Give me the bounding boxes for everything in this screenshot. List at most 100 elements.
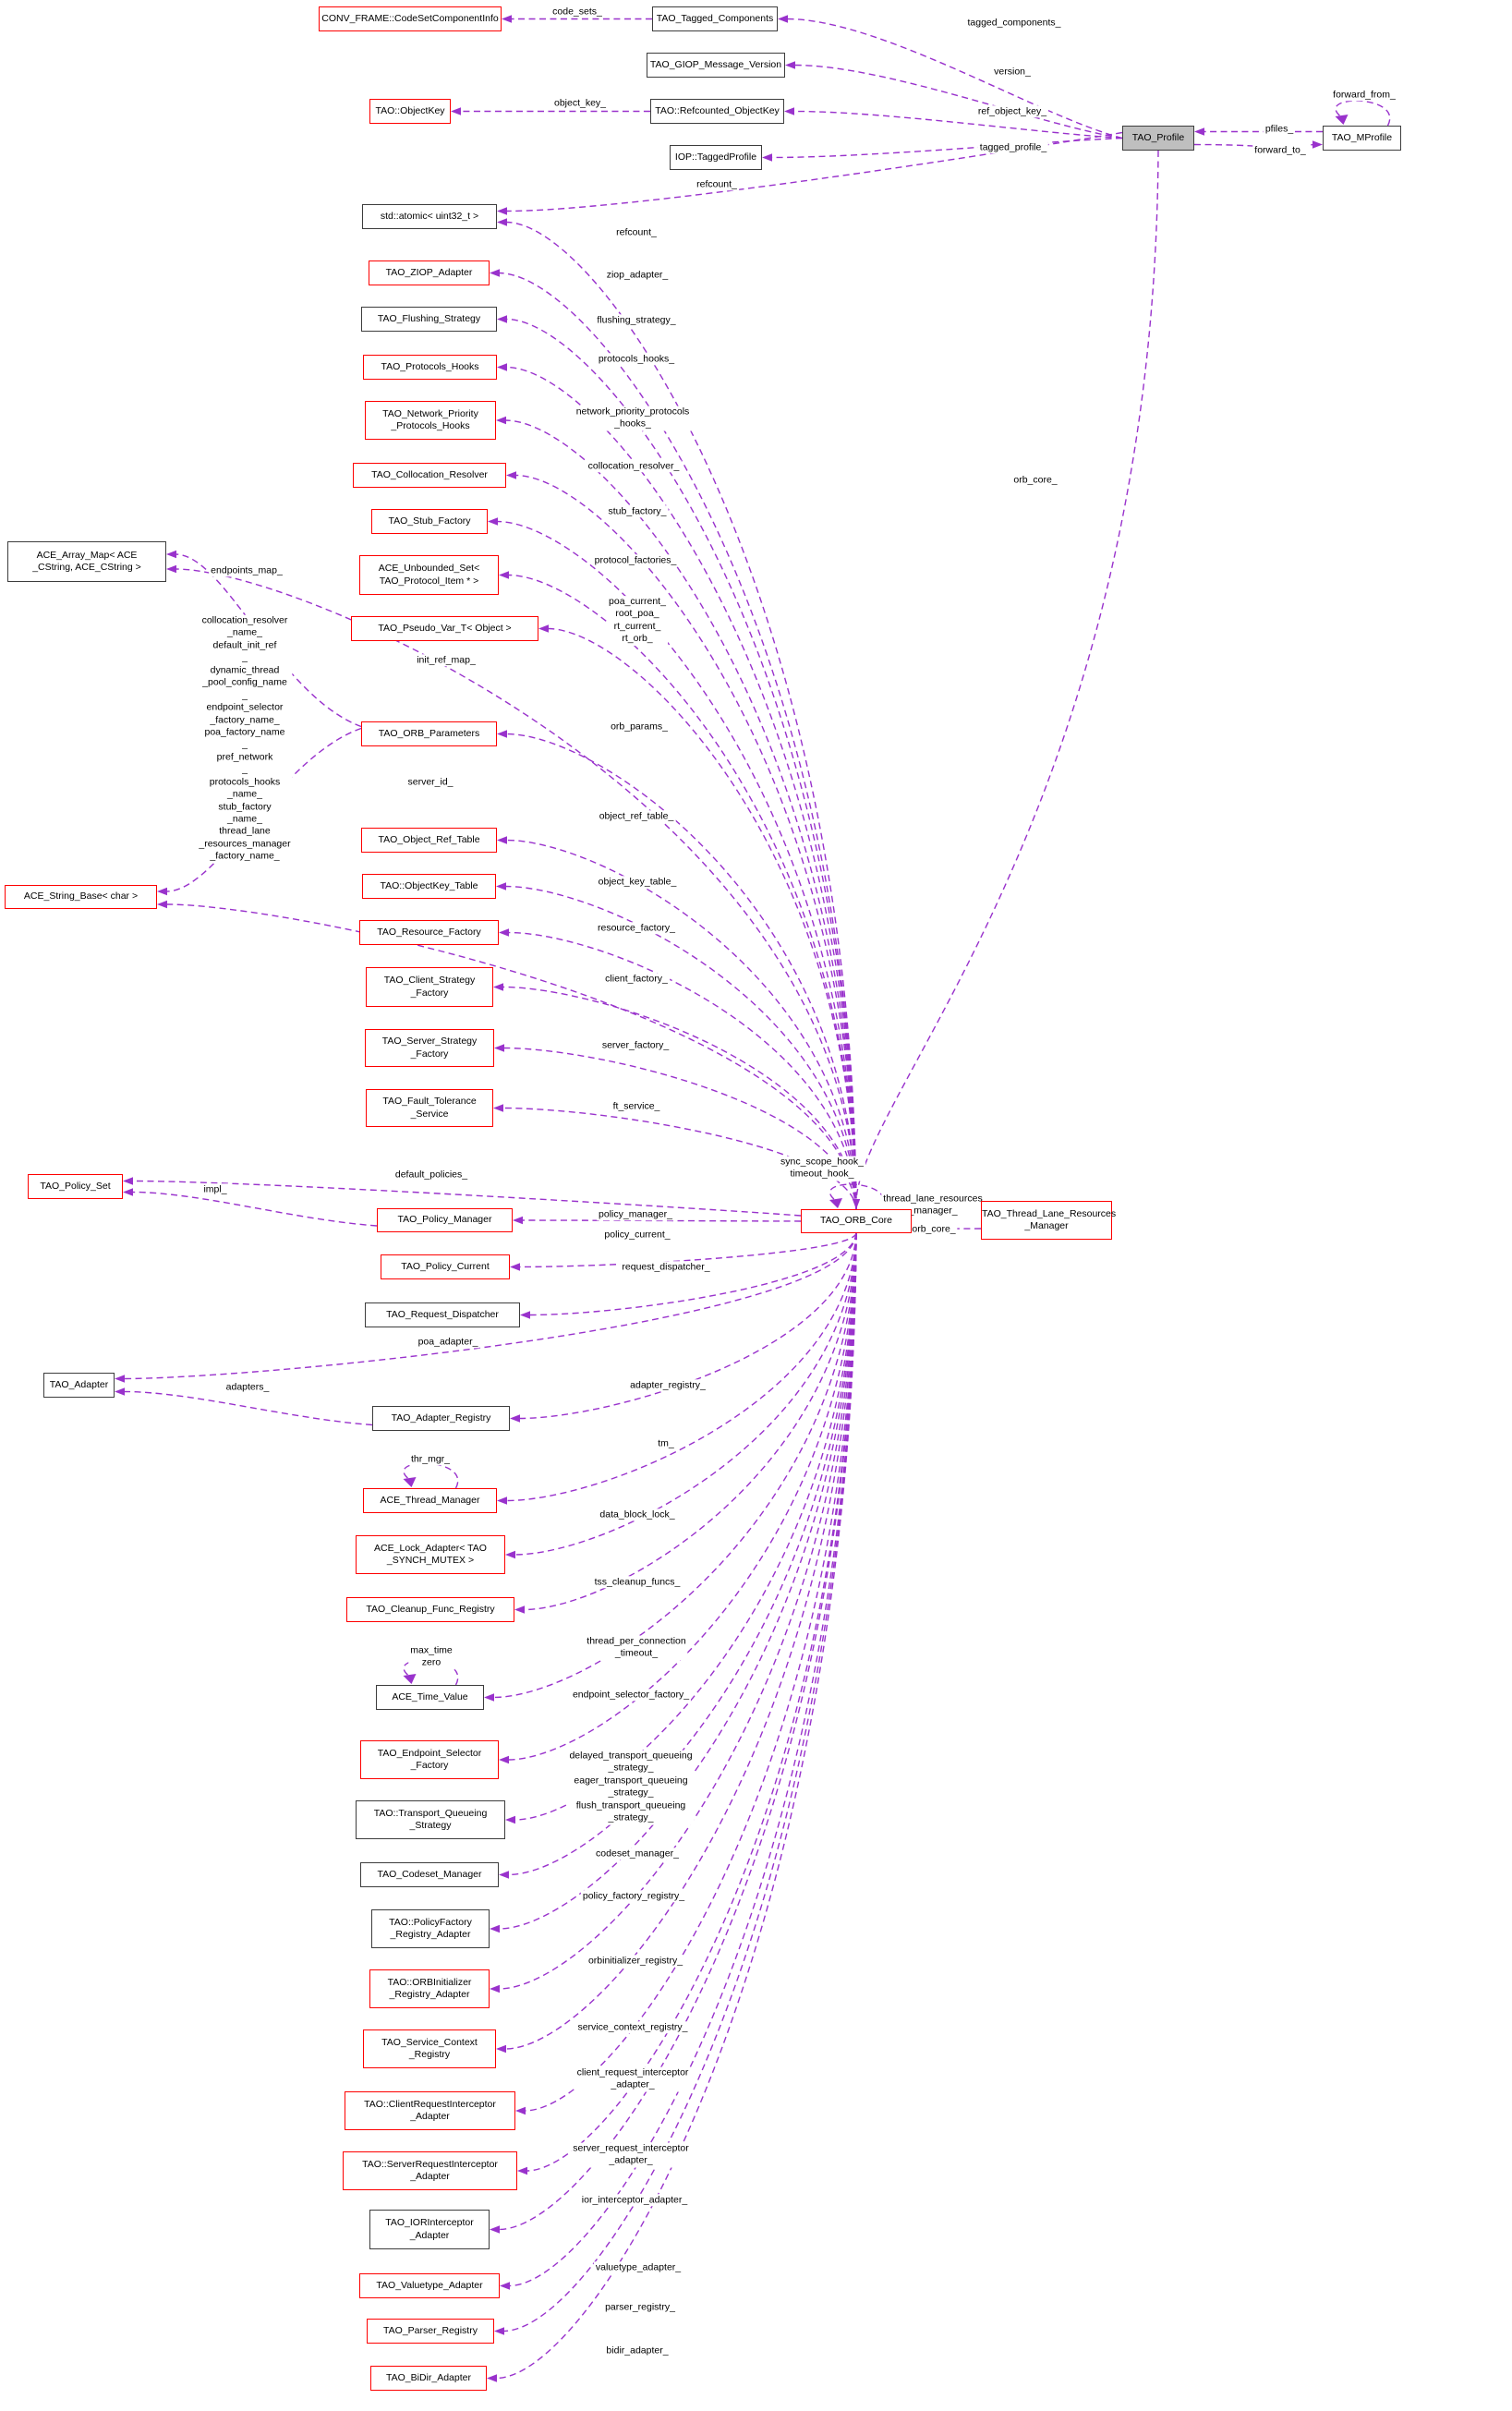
- node-client-strategy[interactable]: TAO_Client_Strategy _Factory: [366, 967, 493, 1007]
- node-endpoint-selector[interactable]: TAO_Endpoint_Selector _Factory: [360, 1740, 499, 1779]
- arrowhead-icon: [513, 1216, 523, 1225]
- arrowhead-icon: [778, 15, 788, 23]
- edge-label: ior_interceptor_adapter_: [579, 2194, 690, 2207]
- node-valuetype-adapter[interactable]: TAO_Valuetype_Adapter: [359, 2273, 500, 2298]
- arrowhead-icon: [499, 1755, 509, 1764]
- node-bidir-adapter[interactable]: TAO_BiDir_Adapter: [370, 2366, 487, 2391]
- edge-label: valuetype_adapter_: [593, 2261, 683, 2274]
- node-objectkey-table[interactable]: TAO::ObjectKey_Table: [362, 874, 496, 899]
- edge-label: ft_service_: [611, 1100, 662, 1113]
- node-label: TAO_BiDir_Adapter: [385, 2371, 471, 2383]
- node-tao-mprofile[interactable]: TAO_MProfile: [1323, 126, 1401, 151]
- node-label: TAO_Endpoint_Selector _Factory: [377, 1747, 482, 1771]
- node-ace-thread-manager[interactable]: ACE_Thread_Manager: [363, 1488, 497, 1513]
- edge-line: [131, 1180, 802, 1217]
- node-refcounted-objectkey[interactable]: TAO::Refcounted_ObjectKey: [650, 99, 784, 124]
- edge-line: [518, 1232, 857, 1420]
- node-adapter-registry[interactable]: TAO_Adapter_Registry: [372, 1406, 510, 1431]
- node-label: TAO_Network_Priority _Protocols_Hooks: [382, 407, 478, 431]
- node-ace-time-value[interactable]: ACE_Time_Value: [376, 1685, 484, 1710]
- node-orb-core[interactable]: TAO_ORB_Core: [801, 1209, 912, 1233]
- edge-label: policy_current_: [602, 1229, 672, 1242]
- edge-line: [524, 1232, 857, 2112]
- node-label: TAO_Resource_Factory: [377, 926, 481, 938]
- edge-label: refcount_: [695, 178, 739, 191]
- arrowhead-icon: [115, 1375, 125, 1383]
- edge-label: stub_factory_: [606, 505, 669, 518]
- node-pseudo-var[interactable]: TAO_Pseudo_Var_T< Object >: [351, 616, 538, 641]
- edge-line: [165, 727, 362, 892]
- edge-label: endpoint_selector_factory_: [570, 1689, 692, 1702]
- node-tao-profile[interactable]: TAO_Profile: [1122, 126, 1194, 151]
- node-server-req-interceptor[interactable]: TAO::ServerRequestInterceptor _Adapter: [343, 2151, 517, 2190]
- edge-line: [504, 1232, 857, 2050]
- node-string-base[interactable]: ACE_String_Base< char >: [5, 885, 157, 909]
- node-label: TAO_Thread_Lane_Resources _Manager: [982, 1207, 1117, 1231]
- node-label: TAO::ObjectKey_Table: [380, 879, 478, 891]
- edge-line: [165, 903, 857, 1210]
- node-label: TAO_Request_Dispatcher: [386, 1308, 499, 1320]
- edge-label: server_id_: [405, 776, 455, 789]
- node-tao-adapter[interactable]: TAO_Adapter: [43, 1373, 115, 1398]
- node-thread-lane-manager[interactable]: TAO_Thread_Lane_Resources _Manager: [981, 1201, 1117, 1240]
- node-resource-factory[interactable]: TAO_Resource_Factory: [359, 920, 499, 945]
- edge-label: codeset_manager_: [594, 1848, 681, 1860]
- node-server-strategy[interactable]: TAO_Server_Strategy _Factory: [365, 1029, 494, 1067]
- node-label: ACE_Time_Value: [392, 1690, 468, 1702]
- node-label: TAO_ORB_Parameters: [378, 727, 480, 739]
- node-codeset-manager[interactable]: TAO_Codeset_Manager: [360, 1862, 499, 1887]
- node-label: TAO::ServerRequestInterceptor _Adapter: [362, 2158, 498, 2182]
- node-label: ACE_Thread_Manager: [380, 1494, 480, 1506]
- node-collocation[interactable]: TAO_Collocation_Resolver: [353, 463, 506, 488]
- node-policyfactory-adapter[interactable]: TAO::PolicyFactory _Registry_Adapter: [371, 1909, 490, 1948]
- node-request-dispatcher[interactable]: TAO_Request_Dispatcher: [365, 1302, 520, 1327]
- node-fault-tolerance[interactable]: TAO_Fault_Tolerance _Service: [366, 1089, 493, 1127]
- arrowhead-icon: [762, 153, 772, 162]
- node-orbinitializer[interactable]: TAO::ORBInitializer _Registry_Adapter: [369, 1969, 490, 2008]
- arrowhead-icon: [487, 2374, 497, 2382]
- node-label: TAO::Transport_Queueing _Strategy: [373, 1807, 488, 1831]
- node-ior-interceptor[interactable]: TAO_IORInterceptor _Adapter: [369, 2210, 490, 2249]
- node-array-map[interactable]: ACE_Array_Map< ACE _CString, ACE_CString…: [7, 541, 166, 582]
- node-stub-factory[interactable]: TAO_Stub_Factory: [371, 509, 488, 534]
- edge-line: [498, 1232, 857, 1990]
- arrowhead-icon: [510, 1263, 520, 1271]
- node-cleanup-func[interactable]: TAO_Cleanup_Func_Registry: [346, 1597, 514, 1622]
- arrowhead-icon: [494, 2327, 504, 2335]
- node-orb-params[interactable]: TAO_ORB_Parameters: [361, 721, 497, 746]
- node-std-atomic[interactable]: std::atomic< uint32_t >: [362, 204, 497, 229]
- node-label: ACE_String_Base< char >: [23, 890, 139, 903]
- node-transport-queueing[interactable]: TAO::Transport_Queueing _Strategy: [356, 1800, 505, 1839]
- node-giop-version[interactable]: TAO_GIOP_Message_Version: [647, 53, 785, 78]
- node-unbounded-set[interactable]: ACE_Unbounded_Set< TAO_Protocol_Item * >: [359, 555, 499, 595]
- node-ziop[interactable]: TAO_ZIOP_Adapter: [369, 260, 490, 285]
- arrowhead-icon: [403, 1477, 417, 1487]
- node-client-req-interceptor[interactable]: TAO::ClientRequestInterceptor _Adapter: [345, 2091, 515, 2130]
- node-conv-frame[interactable]: CONV_FRAME::CodeSetComponentInfo: [319, 6, 502, 31]
- node-flushing[interactable]: TAO_Flushing_Strategy: [361, 307, 497, 332]
- arrowhead-icon: [496, 882, 506, 890]
- node-service-context[interactable]: TAO_Service_Context _Registry: [363, 2029, 496, 2068]
- node-policy-current[interactable]: TAO_Policy_Current: [381, 1254, 510, 1279]
- arrowhead-icon: [829, 1198, 842, 1208]
- edge-line: [507, 931, 857, 1210]
- node-parser-registry[interactable]: TAO_Parser_Registry: [367, 2319, 494, 2344]
- edge-label: policy_factory_registry_: [580, 1890, 687, 1903]
- arrowhead-icon: [1312, 140, 1323, 149]
- edge-label: max_time zero: [408, 1644, 454, 1670]
- node-iop-taggedprofile[interactable]: IOP::TaggedProfile: [670, 145, 762, 170]
- edge-line: [496, 520, 857, 1210]
- node-policy-manager[interactable]: TAO_Policy_Manager: [377, 1208, 513, 1232]
- edge-line: [528, 1232, 857, 1316]
- node-protocols-hooks[interactable]: TAO_Protocols_Hooks: [363, 355, 497, 380]
- node-network-priority[interactable]: TAO_Network_Priority _Protocols_Hooks: [365, 401, 496, 440]
- edge-label: thr_mgr_: [408, 1453, 453, 1466]
- node-policy-set[interactable]: TAO_Policy_Set: [28, 1174, 123, 1199]
- arrowhead-icon: [451, 107, 461, 115]
- node-tagged-components[interactable]: TAO_Tagged_Components: [652, 6, 778, 31]
- node-object-ref-table[interactable]: TAO_Object_Ref_Table: [361, 828, 497, 853]
- node-lock-adapter[interactable]: ACE_Lock_Adapter< TAO _SYNCH_MUTEX >: [356, 1535, 505, 1574]
- edge-label: orb_core_: [910, 1223, 958, 1236]
- node-objectkey[interactable]: TAO::ObjectKey: [369, 99, 451, 124]
